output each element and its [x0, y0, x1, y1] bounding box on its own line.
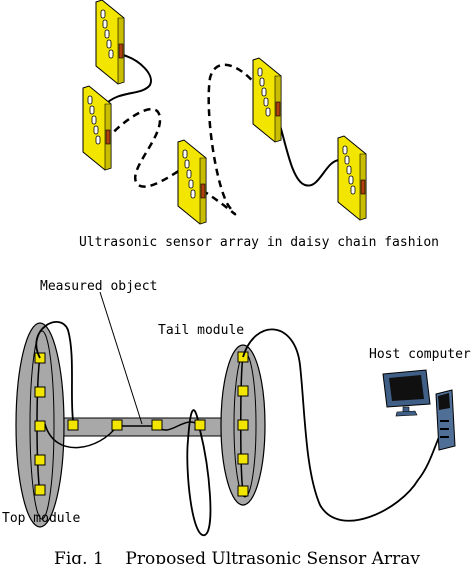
chain-cable-1: [104, 54, 152, 106]
top-loop-cable: [35, 321, 74, 421]
port-icon: [360, 179, 366, 195]
sensor-board-3: [177, 139, 207, 225]
top-module-ring: [15, 322, 65, 528]
lower-loop-cable: [186, 409, 212, 536]
measured-object-label: Measured object: [40, 279, 157, 294]
bar-sensor-node: [111, 419, 123, 431]
port-icon: [275, 101, 281, 117]
sensor-node: [34, 484, 46, 496]
sensor-node: [237, 385, 249, 397]
sensor-board-4: [252, 57, 282, 143]
host-computer-icon: [382, 369, 456, 451]
figure-caption: Fig. 1 Proposed Ultrasonic Sensor Array: [54, 549, 420, 564]
sensor-board-1: [95, 0, 125, 85]
port-icon: [200, 183, 206, 199]
port-icon: [105, 129, 111, 145]
daisy-chain-diagram: [82, 0, 367, 225]
host-cable: [242, 328, 441, 522]
ring-array-diagram: [15, 291, 456, 536]
port-icon: [118, 43, 124, 59]
sensor-node: [34, 386, 46, 398]
bar-sensor-node: [151, 419, 163, 431]
sensor-node: [237, 453, 249, 465]
sensor-board-5: [337, 135, 367, 221]
bar-sensor-node: [67, 419, 79, 431]
sensor-board-2: [82, 85, 112, 171]
chain-cable-3-dashed: [201, 63, 257, 216]
tail-module-label: Tail module: [158, 323, 244, 338]
sensor-node: [34, 420, 46, 432]
tail-module-ring: [220, 344, 266, 506]
chain-cable-2-dashed: [105, 107, 181, 188]
sensor-node: [237, 485, 249, 497]
measured-object-bar: [61, 417, 238, 437]
top-module-label: Top module: [2, 511, 80, 526]
sensor-node: [237, 419, 249, 431]
chain-cable-4: [274, 109, 341, 187]
bar-sensor-node: [194, 419, 206, 431]
host-computer-label: Host computer: [369, 347, 471, 362]
sensor-node: [34, 454, 46, 466]
measured-object-leader: [99, 291, 143, 425]
daisy-chain-label: Ultrasonic sensor array in daisy chain f…: [79, 235, 439, 250]
